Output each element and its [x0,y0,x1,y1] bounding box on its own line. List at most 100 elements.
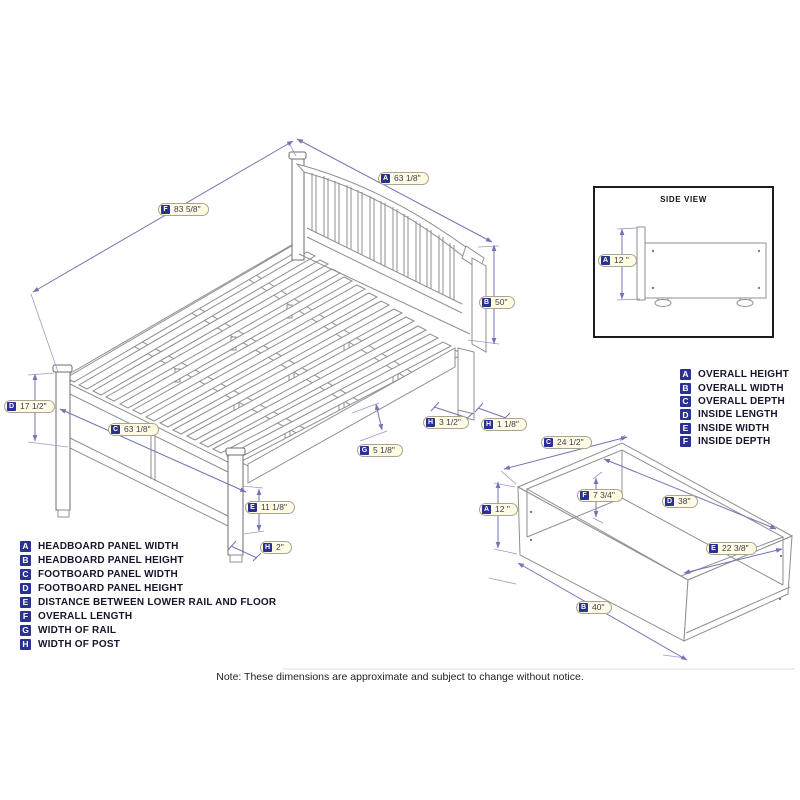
dim-badge-drawer-inside-length: D 38" [662,495,699,508]
dim-value: 38" [678,496,691,507]
dim-value: 63 1/8" [394,173,421,184]
legend-label: WIDTH OF RAIL [38,624,117,636]
legend-label: DISTANCE BETWEEN LOWER RAIL AND FLOOR [38,596,277,608]
dim-letter: E [709,544,718,553]
legend-letter: H [20,638,31,650]
dim-value: 5 1/8" [373,445,395,456]
legend-letter: A [680,369,691,381]
dim-letter: D [665,497,674,506]
dim-value: 63 1/8" [124,424,151,435]
legend-letter: D [20,582,31,594]
legend-row: D FOOTBOARD PANEL HEIGHT [20,581,276,595]
dim-value: 12 " [614,255,629,266]
dim-value: 11 1/8" [261,502,288,513]
legend-label: OVERALL WIDTH [698,382,784,394]
legend-label: WIDTH OF POST [38,638,121,650]
dim-badge-rail-width: G 5 1/8" [357,444,403,457]
legend-row: B HEADBOARD PANEL HEIGHT [20,553,276,567]
legend-label: OVERALL DEPTH [698,395,785,407]
legend-row: F OVERALL LENGTH [20,609,276,623]
dim-letter: F [161,205,170,214]
legend-row: A OVERALL HEIGHT [680,368,789,381]
legend-row: B OVERALL WIDTH [680,381,789,394]
dim-letter: B [482,298,491,307]
dim-letter: A [482,505,491,514]
dim-badge-post-width-1: H 3 1/2" [423,416,469,429]
legend-letter: G [20,624,31,636]
dim-letter: A [381,174,390,183]
dim-letter: H [484,420,493,429]
dim-badge-drawer-width: B 40" [576,601,613,614]
legend-letter: F [680,436,691,448]
legend-row: G WIDTH OF RAIL [20,623,276,637]
dim-letter: B [579,603,588,612]
legend-row: F INSIDE DEPTH [680,435,789,448]
legend-row: C FOOTBOARD PANEL WIDTH [20,567,276,581]
dim-value: 83 5/8" [174,204,201,215]
dim-badge-drawer-height: A 12 " [479,503,518,516]
legend-row: D INSIDE LENGTH [680,408,789,421]
legend-letter: C [680,395,691,407]
dim-letter: G [360,446,369,455]
legend-label: INSIDE LENGTH [698,409,778,421]
dim-value: 40" [592,602,605,613]
dim-value: 3 1/2" [439,417,461,428]
dim-value: 1 1/8" [497,419,519,430]
dim-value: 22 3/8" [722,543,749,554]
dim-letter: A [601,256,610,265]
dim-value: 12 " [495,504,510,515]
legend-row: H WIDTH OF POST [20,637,276,651]
side-view-title: SIDE VIEW [660,195,707,204]
dim-badge-sideview-height: A 12 " [598,254,637,267]
legend-row: E DISTANCE BETWEEN LOWER RAIL AND FLOOR [20,595,276,609]
dim-badge-footboard-height: D 17 1/2" [4,400,55,413]
dim-letter: C [544,438,553,447]
legend-row: E INSIDE WIDTH [680,422,789,435]
dim-letter: C [111,425,120,434]
dim-badge-drawer-depth: C 24 1/2" [541,436,592,449]
legend-row: C OVERALL DEPTH [680,395,789,408]
dim-letter: H [426,418,435,427]
dim-value: 2" [276,542,284,553]
disclaimer-note: Note: These dimensions are approximate a… [216,671,584,683]
dim-letter: H [263,543,272,552]
legend-label: INSIDE DEPTH [698,436,771,448]
side-view-drawing [616,226,767,307]
dim-badge-drawer-inside-depth: F 7 3/4" [577,489,623,502]
dim-letter: D [7,402,16,411]
dim-badge-rail-to-floor: E 11 1/8" [245,501,296,514]
dim-badge-drawer-inside-width: E 22 3/8" [706,542,757,555]
legend-letter: F [20,610,31,622]
legend-label: HEADBOARD PANEL HEIGHT [38,554,184,566]
legend-label: OVERALL LENGTH [38,610,133,622]
drawer-legend: A OVERALL HEIGHT B OVERALL WIDTH C OVERA… [680,368,789,448]
legend-row: A HEADBOARD PANEL WIDTH [20,539,276,553]
dim-value: 24 1/2" [557,437,584,448]
dim-letter: F [580,491,589,500]
dim-badge-post-width-2: H 1 1/8" [481,418,527,431]
dim-value: 50" [495,297,508,308]
dim-badge-overall-length: F 83 5/8" [158,203,209,216]
drawer-drawing [488,434,794,661]
bed-legend: A HEADBOARD PANEL WIDTH B HEADBOARD PANE… [20,539,276,651]
legend-letter: B [20,554,31,566]
legend-label: OVERALL HEIGHT [698,369,789,381]
legend-letter: D [680,409,691,421]
legend-letter: E [680,422,691,434]
legend-label: HEADBOARD PANEL WIDTH [38,540,179,552]
bed-side-rail [247,347,456,484]
legend-label: INSIDE WIDTH [698,422,770,434]
legend-letter: A [20,540,31,552]
dim-badge-headboard-height: B 50" [479,296,516,309]
dim-value: 7 3/4" [593,490,615,501]
dim-badge-footboard-width: C 63 1/8" [108,423,159,436]
legend-label: FOOTBOARD PANEL WIDTH [38,568,178,580]
dim-badge-headboard-width: A 63 1/8" [378,172,429,185]
dim-badge-post-width-3: H 2" [260,541,292,554]
side-view-frame: SIDE VIEW [593,186,774,338]
dim-letter: E [248,503,257,512]
bed-dimension-lines [27,138,511,562]
legend-label: FOOTBOARD PANEL HEIGHT [38,582,184,594]
